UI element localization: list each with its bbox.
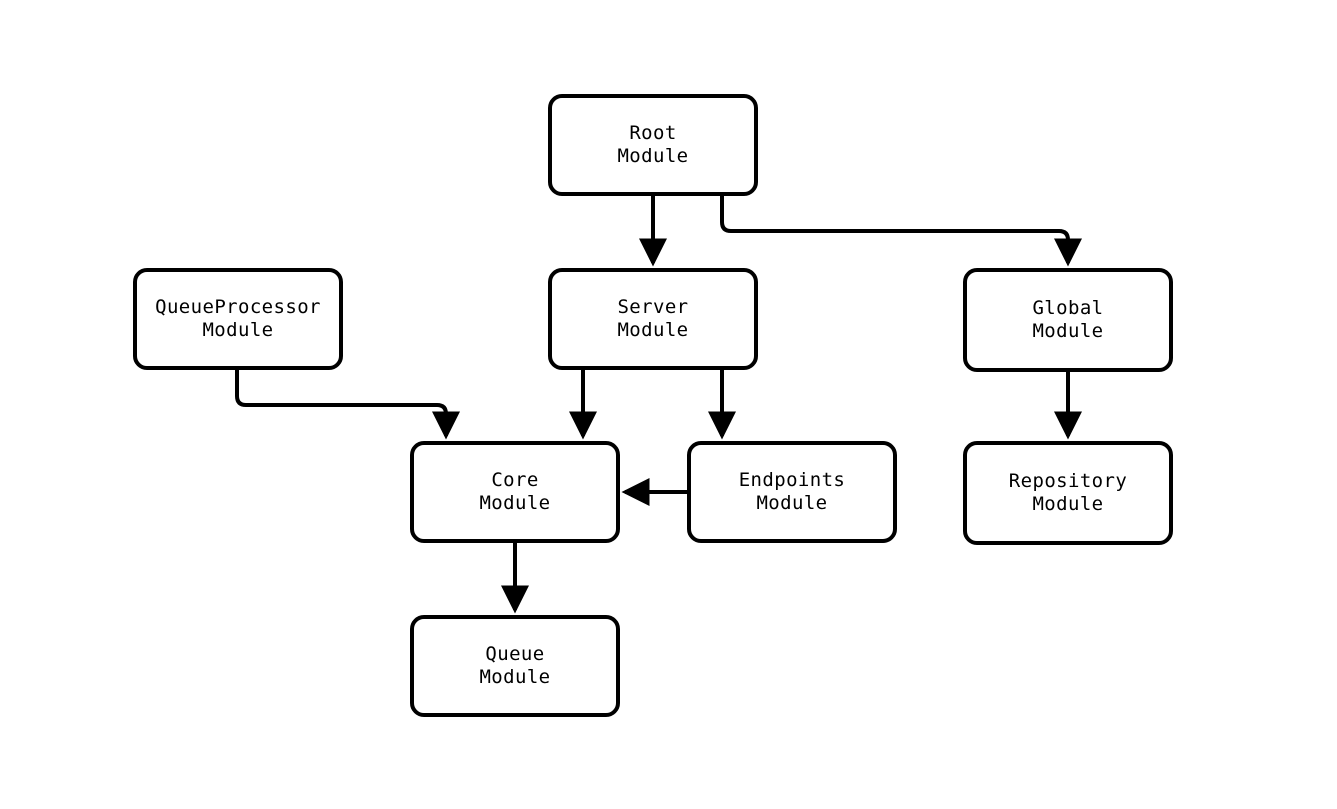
- node-label-line1: Repository: [1008, 470, 1128, 492]
- node-core-module[interactable]: Core Module: [410, 441, 620, 543]
- node-endpoints-module[interactable]: Endpoints Module: [687, 441, 897, 543]
- node-root-module[interactable]: Root Module: [548, 94, 758, 196]
- node-label-line1: Core: [491, 469, 539, 491]
- node-repository-module[interactable]: Repository Module: [963, 441, 1173, 545]
- node-label-line2: Module: [1032, 493, 1104, 515]
- node-label-line2: Module: [479, 492, 551, 514]
- node-label-line1: Endpoints: [738, 469, 846, 491]
- node-label-line2: Module: [617, 145, 689, 167]
- node-label-line1: Root: [629, 122, 677, 144]
- node-server-module[interactable]: Server Module: [548, 268, 758, 370]
- edge-queueprocessor-to-core: [235, 370, 460, 440]
- node-label-line2: Module: [479, 666, 551, 688]
- node-label-line2: Module: [756, 492, 828, 514]
- node-queue-module[interactable]: Queue Module: [410, 615, 620, 717]
- node-label-line2: Module: [202, 319, 274, 341]
- node-label-line1: Global: [1032, 297, 1104, 319]
- node-global-module[interactable]: Global Module: [963, 268, 1173, 372]
- node-label-line1: QueueProcessor: [155, 296, 321, 318]
- node-label-line2: Module: [617, 319, 689, 341]
- node-label-line1: Server: [617, 296, 689, 318]
- node-label-line2: Module: [1032, 320, 1104, 342]
- node-queueprocessor-module[interactable]: QueueProcessor Module: [133, 268, 343, 370]
- edge-root-to-global: [720, 196, 1082, 267]
- node-label-line1: Queue: [485, 643, 545, 665]
